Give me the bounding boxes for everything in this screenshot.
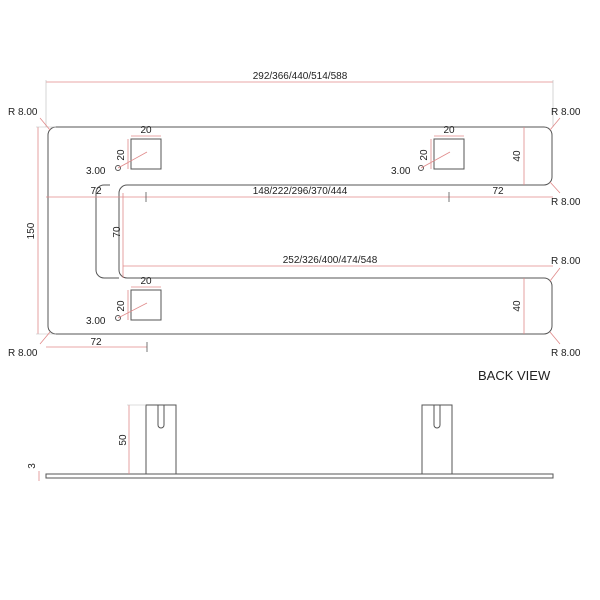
label-offset-left-top: 72 [90,186,102,197]
label-radius-mid-right-lower: R 8.00 [551,256,581,267]
label-pad-height-2: 20 [419,149,430,161]
mounting-pad-bottom-left [130,289,162,321]
side-view-slot-left [157,405,165,429]
label-offset-left-bottom: 72 [90,337,102,348]
mounting-pad-top-left [130,138,162,170]
inner-slot-outline [95,184,119,279]
label-thickness: 3 [27,463,38,469]
mounting-pad-top-right [433,138,465,170]
hole-leader-3 [117,302,148,319]
mounting-hole-1 [115,165,121,171]
side-view-base-plate [45,473,554,479]
label-pad-height-3: 20 [116,300,127,312]
label-radius-bottom-left: R 8.00 [8,348,38,359]
view-title: BACK VIEW [478,368,551,383]
label-arm-top: 40 [512,150,523,162]
label-overall-length: 292/366/440/514/588 [253,71,348,82]
mounting-hole-2 [418,165,424,171]
label-hole-1: 3.00 [86,166,106,177]
side-view-slot-right [433,405,441,429]
label-pad-width-3: 20 [140,276,152,287]
hole-leader-1 [117,151,148,169]
label-pad-width-2: 20 [443,125,455,136]
bracket-outline [47,126,553,335]
label-offset-right: 72 [492,186,504,197]
label-hole-2: 3.00 [391,166,411,177]
label-arm-bottom: 40 [512,300,523,312]
label-pad-width-1: 20 [140,125,152,136]
side-view-post-left [145,404,177,475]
mounting-hole-3 [115,315,121,321]
side-view-post-right [421,404,453,475]
label-hole-3: 3.00 [86,316,106,327]
label-radius-top-right: R 8.00 [551,107,581,118]
label-post-height: 50 [118,434,129,446]
hole-leader-2 [420,151,451,169]
label-height: 150 [26,222,37,239]
label-radius-bottom-right: R 8.00 [551,348,581,359]
label-slot-height: 70 [112,226,123,238]
label-middle-length: 148/222/296/370/444 [253,186,348,197]
label-pad-height-1: 20 [116,149,127,161]
label-radius-mid-right-upper: R 8.00 [551,197,581,208]
label-lower-length: 252/326/400/474/548 [283,255,378,266]
label-radius-top-left: R 8.00 [8,107,38,118]
